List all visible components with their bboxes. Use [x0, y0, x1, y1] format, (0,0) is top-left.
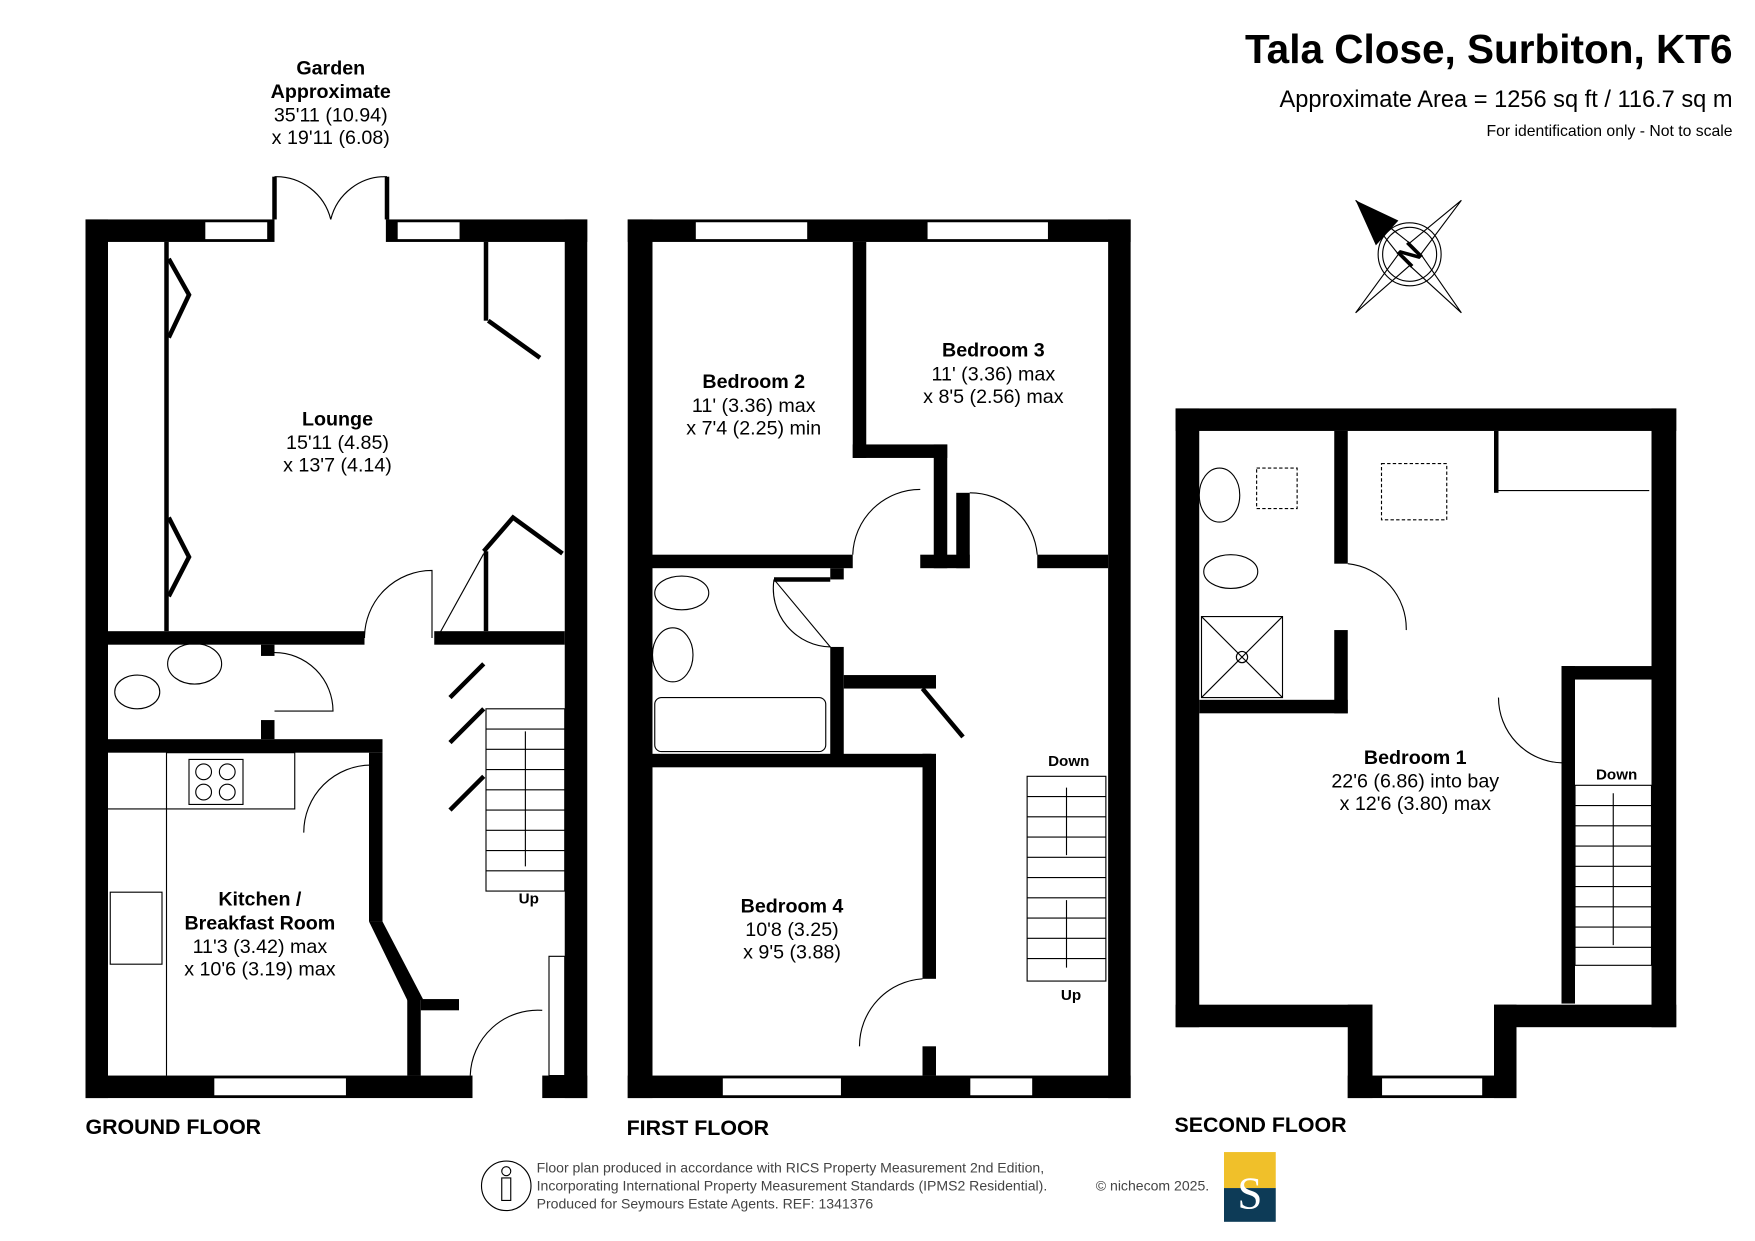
bedroom4-dim-2: x 9'5 (3.88): [743, 942, 841, 964]
second-stairs-icon: [1574, 784, 1653, 966]
kitchen-dim-1: 11'3 (3.42) max: [193, 936, 328, 958]
skylight-icon: [1380, 463, 1448, 521]
seymours-logo: S: [1224, 1152, 1276, 1222]
basin-icon: [167, 643, 223, 685]
disclaimer-text: For identification only - Not to scale: [1487, 123, 1733, 140]
ground-stairs-up-label: Up: [519, 890, 539, 907]
bedroom1-dim-1: 22'6 (6.86) into bay: [1331, 771, 1499, 793]
footer-line-3: Produced for Seymours Estate Agents. REF…: [537, 1195, 874, 1211]
second-floor-label: SECOND FLOOR: [1175, 1113, 1347, 1137]
compass-north-label: N: [1392, 236, 1430, 274]
second-stairs-down-label: Down: [1596, 767, 1637, 784]
bath-icon: [654, 697, 827, 753]
sink-icon: [109, 891, 163, 965]
logo-letter: S: [1237, 1168, 1262, 1218]
garden-name: Garden: [296, 57, 365, 79]
lounge-name: Lounge: [302, 408, 373, 430]
bedroom3-name: Bedroom 3: [942, 340, 1045, 362]
kitchen-name-2: Breakfast Room: [184, 912, 335, 934]
basin-icon: [1198, 467, 1241, 523]
rics-person-icon: [480, 1160, 532, 1212]
bedroom2-dim-2: x 7'4 (2.25) min: [686, 417, 821, 439]
bedroom3-dim-2: x 8'5 (2.56) max: [923, 386, 1064, 408]
bedroom2-dim-1: 11' (3.36) max: [692, 395, 816, 417]
bedroom4-dim-1: 10'8 (3.25): [745, 919, 838, 941]
bedroom4-name: Bedroom 4: [741, 895, 844, 917]
hob-burners-icon: [188, 758, 244, 805]
ground-floor-plan: Up Lounge 15'11 (4.85) x 13'7 (4.14) Kit…: [85, 176, 588, 1099]
bedroom4-label: Bedroom 4 10'8 (3.25) x 9'5 (3.88): [741, 895, 844, 963]
kitchen-dim-2: x 10'6 (3.19) max: [184, 958, 336, 980]
skylight-icon: [1256, 467, 1298, 510]
garden-dim-1: 35'11 (10.94): [274, 105, 388, 127]
toilet-icon: [114, 674, 161, 710]
compass-icon: N: [1355, 199, 1462, 314]
first-floor-label: FIRST FLOOR: [627, 1116, 769, 1140]
lounge-dim-2: x 13'7 (4.14): [283, 454, 392, 476]
lounge-label: Lounge 15'11 (4.85) x 13'7 (4.14): [283, 408, 392, 476]
footer-line-1: Floor plan produced in accordance with R…: [537, 1159, 1045, 1175]
first-stairs-icon: [1026, 775, 1107, 982]
garden-name-2: Approximate: [271, 81, 391, 103]
bedroom2-label: Bedroom 2 11' (3.36) max x 7'4 (2.25) mi…: [686, 371, 821, 439]
footer-copyright: © nichecom 2025.: [1096, 1177, 1209, 1193]
bedroom2-name: Bedroom 2: [702, 371, 805, 393]
first-stairs-up-label: Up: [1061, 987, 1081, 1004]
first-floor-plan: Down Up Bedroom 2 11' (3.36) max x 7'4 (…: [627, 219, 1131, 1099]
bedroom3-label: Bedroom 3 11' (3.36) max x 8'5 (2.56) ma…: [923, 340, 1064, 408]
kitchen-name: Kitchen /: [218, 889, 302, 911]
toilet-icon: [1203, 554, 1259, 589]
bedroom1-label: Bedroom 1 22'6 (6.86) into bay x 12'6 (3…: [1331, 747, 1499, 815]
area-text: Approximate Area = 1256 sq ft / 116.7 sq…: [1280, 87, 1733, 113]
bedroom1-dim-2: x 12'6 (3.80) max: [1340, 793, 1492, 815]
garden-dim-2: x 19'11 (6.08): [272, 127, 390, 149]
shower-icon: [1200, 616, 1284, 699]
bedroom1-name: Bedroom 1: [1364, 747, 1467, 769]
garden-label: Garden Approximate 35'11 (10.94) x 19'11…: [271, 57, 391, 149]
second-floor-plan: Down Bedroom 1 22'6 (6.86) into bay x 12…: [1175, 408, 1677, 1099]
first-stairs-down-label: Down: [1048, 753, 1089, 770]
basin-icon: [651, 627, 694, 683]
ground-floor-label: GROUND FLOOR: [86, 1115, 262, 1139]
lounge-dim-1: 15'11 (4.85): [286, 432, 389, 454]
property-title: Tala Close, Surbiton, KT6: [1245, 26, 1733, 72]
hob-icon: [165, 752, 296, 810]
footer-line-2: Incorporating International Property Mea…: [537, 1177, 1048, 1193]
ground-stairs-icon: [448, 662, 566, 892]
bedroom3-dim-1: 11' (3.36) max: [932, 363, 1056, 385]
kitchen-label: Kitchen / Breakfast Room 11'3 (3.42) max…: [184, 889, 336, 981]
toilet-icon: [654, 575, 710, 611]
